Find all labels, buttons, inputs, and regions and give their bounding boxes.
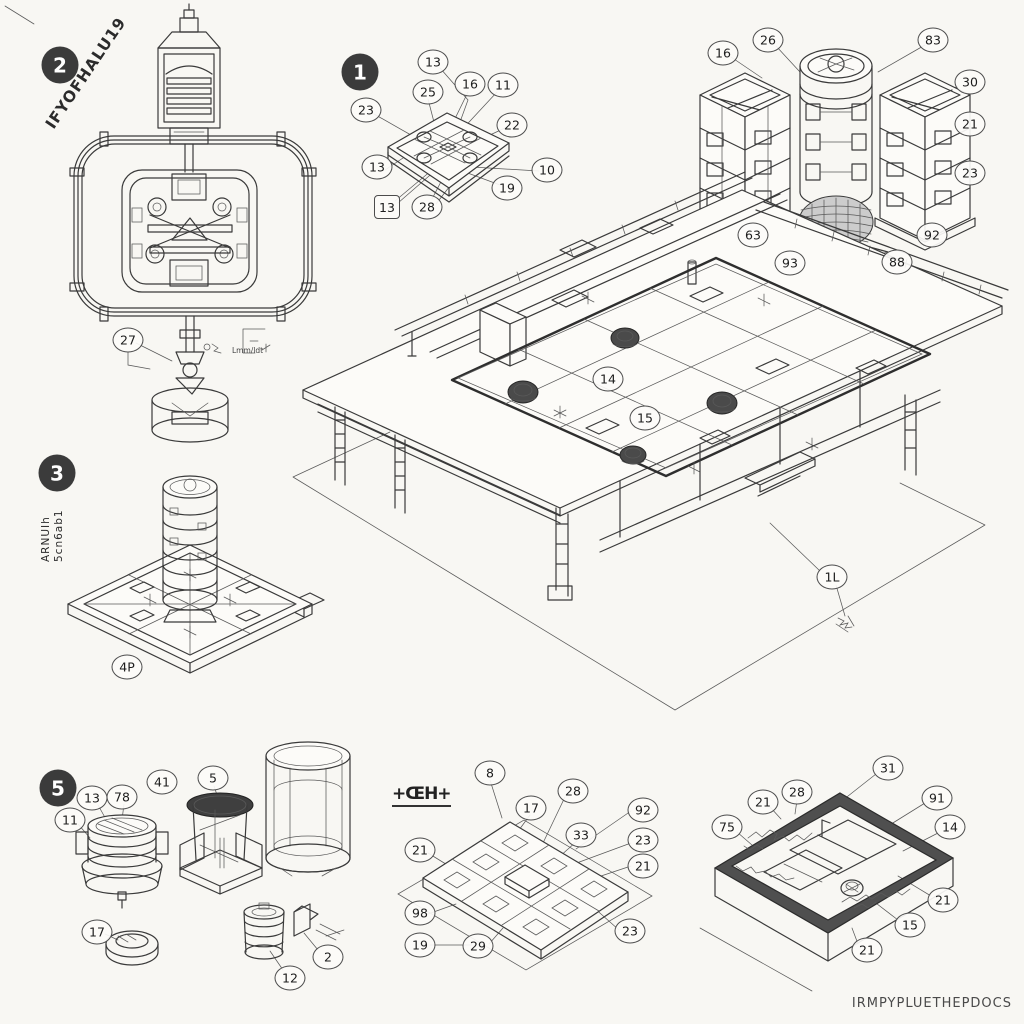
callout-balloon: 21 xyxy=(404,837,436,863)
callout-balloon: 14 xyxy=(934,814,966,840)
corner-stray-line xyxy=(4,5,35,25)
callout-balloon: 21 xyxy=(927,887,959,913)
callout-balloon: 2 xyxy=(312,944,344,970)
callout-balloon: 1L xyxy=(816,564,848,590)
mesh-dome xyxy=(706,391,738,415)
fig3-label-line2: 5cn6ab1 xyxy=(53,509,66,562)
figure-badge-3: 3 xyxy=(38,454,76,492)
callout-balloon: 41 xyxy=(146,769,178,795)
callout-balloon: 63 xyxy=(737,222,769,248)
callout-balloon: 28 xyxy=(557,778,589,804)
callout-box: 13 xyxy=(374,195,400,219)
fig2-tiny-annotation: Lmm/ldt xyxy=(232,346,264,355)
callout-balloon: 92 xyxy=(627,797,659,823)
callout-balloon: 21 xyxy=(747,789,779,815)
callout-balloon: 25 xyxy=(412,79,444,105)
callout-balloon: 31 xyxy=(872,755,904,781)
callout-balloon: 30 xyxy=(954,69,986,95)
callout-balloon: 23 xyxy=(627,827,659,853)
callout-balloon: 98 xyxy=(404,900,436,926)
figure-badge-2: 2 xyxy=(41,46,79,84)
callout-balloon: 19 xyxy=(491,175,523,201)
fig3-tower-on-base xyxy=(67,475,313,674)
central-platform-figure xyxy=(289,171,1009,711)
callout-balloon: 16 xyxy=(707,40,739,66)
callout-balloon: 22 xyxy=(496,112,528,138)
callout-balloon: 93 xyxy=(774,250,806,276)
callout-balloon: 23 xyxy=(614,918,646,944)
callout-balloon: 15 xyxy=(894,912,926,938)
callout-balloon: 92 xyxy=(916,222,948,248)
callout-balloon: 8 xyxy=(474,760,506,786)
callout-balloon: 19 xyxy=(404,932,436,958)
callout-balloon: 21 xyxy=(627,853,659,879)
callout-balloon: 91 xyxy=(921,785,953,811)
callout-balloon: 13 xyxy=(361,154,393,180)
callout-balloon: 13 xyxy=(76,785,108,811)
fig2-pipe-loop-assembly xyxy=(69,3,317,443)
callout-balloon: 5 xyxy=(197,765,229,791)
callout-balloon: 23 xyxy=(350,97,382,123)
callout-balloon: 26 xyxy=(752,27,784,53)
callout-balloon: 17 xyxy=(81,919,113,945)
callout-balloon: 21 xyxy=(851,937,883,963)
callout-balloon: 23 xyxy=(954,160,986,186)
callout-balloon: 21 xyxy=(954,111,986,137)
callout-balloon: 88 xyxy=(881,249,913,275)
callout-balloon: 17 xyxy=(515,795,547,821)
plate-hatch-mark: +ŒH+ xyxy=(392,784,452,807)
callout-balloon: 78 xyxy=(106,784,138,810)
callout-balloon: 13 xyxy=(417,49,449,75)
callout-balloon: 10 xyxy=(531,157,563,183)
fig1-exploded-plate xyxy=(373,67,540,205)
fig3-vertical-label: ARNUIh 5cn6ab1 xyxy=(40,509,66,562)
callout-balloon: 28 xyxy=(781,779,813,805)
callout-balloon: 27 xyxy=(112,327,144,353)
mesh-dome xyxy=(619,445,647,465)
fig3-label-line1: ARNUIh xyxy=(40,516,52,562)
mesh-dome xyxy=(610,327,640,349)
callout-balloon: 11 xyxy=(54,807,86,833)
callout-balloon: 83 xyxy=(917,27,949,53)
callout-balloon: 29 xyxy=(462,933,494,959)
tray-figure xyxy=(699,773,955,992)
callout-balloon: 14 xyxy=(592,366,624,392)
callout-balloon: 33 xyxy=(565,822,597,848)
callout-balloon: 11 xyxy=(487,72,519,98)
callout-balloon: 12 xyxy=(274,965,306,991)
tiled-plate-figure xyxy=(397,779,653,971)
fig5-small-parts xyxy=(75,741,351,971)
callout-balloon: 4P xyxy=(111,654,143,680)
callout-balloon: 16 xyxy=(454,71,486,97)
callout-balloon: 28 xyxy=(411,194,443,220)
mesh-dome xyxy=(507,380,539,404)
callout-balloon: 75 xyxy=(711,814,743,840)
callout-balloon: 15 xyxy=(629,405,661,431)
figure-badge-5: 5 xyxy=(39,769,77,807)
figure-badge-1: 1 xyxy=(341,53,379,91)
sheet-footer-text: IRMPYPLUETHEPDOCS xyxy=(851,996,1012,1011)
